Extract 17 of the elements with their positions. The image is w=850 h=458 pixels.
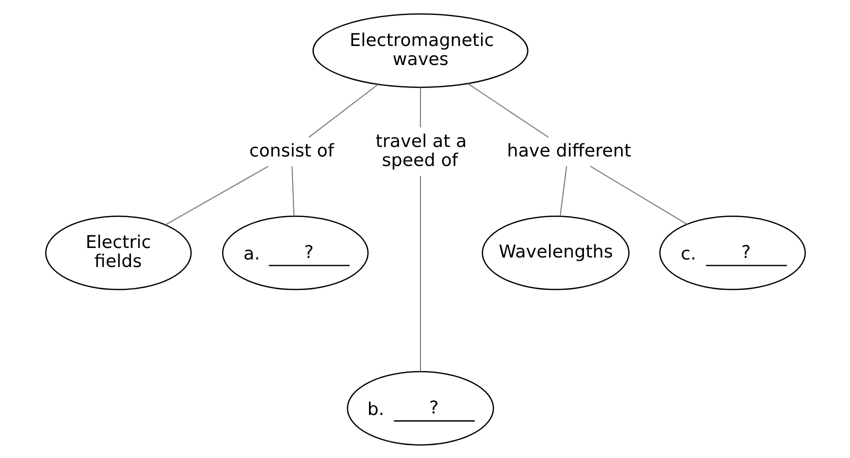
connector [467,82,548,138]
connector [419,87,420,127]
connector [590,165,687,224]
connector [559,166,567,216]
connector [419,176,420,371]
connector [308,84,378,138]
node-text: consist of [248,140,334,161]
node-ellipse: Electromagnetic waves [312,12,528,88]
node-ellipse: Electric fields [44,215,192,290]
node-ellipse: a. ? [222,215,368,290]
node-ellipse: b. ? [346,370,494,446]
node-text: travel at a speed of [375,131,466,170]
node-ellipse: c. ? [658,215,806,290]
node-text: have different [506,140,631,161]
node-ellipse: Wavelengths [481,215,630,290]
connector [291,166,294,216]
connector [164,165,268,225]
